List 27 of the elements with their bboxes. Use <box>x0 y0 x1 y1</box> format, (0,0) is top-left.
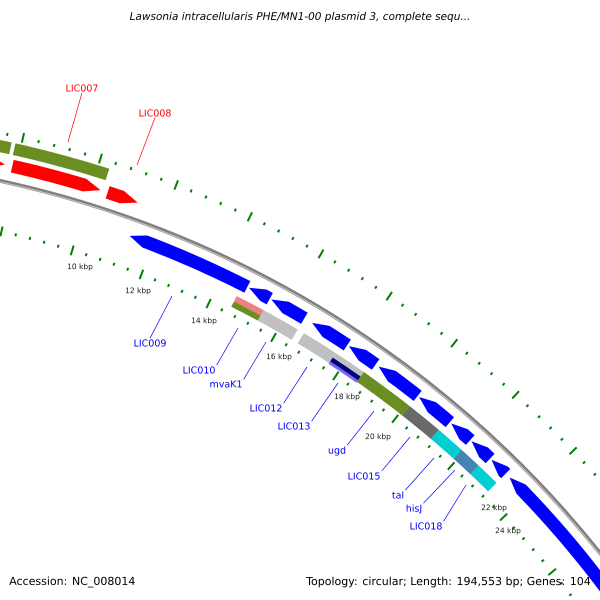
leader-line <box>423 470 456 504</box>
gene-label: LIC015 <box>348 472 380 480</box>
gene-label: hisJ <box>406 504 422 514</box>
leader-line <box>404 458 434 490</box>
title: Lawsonia intracellularis PHE/MN1-00 plasmid 3, complete sequ... <box>130 12 470 22</box>
leader-line <box>346 410 374 446</box>
footer-text: Accession: NC_008014 <box>9 576 135 588</box>
leader-line <box>150 296 172 339</box>
gene-label: LIC010 <box>184 366 215 374</box>
gene-label: mvaK1 <box>210 380 242 388</box>
gene-label: LIC009 <box>134 339 166 347</box>
leader-line <box>311 382 338 422</box>
leader-line <box>216 328 238 366</box>
leader-line <box>136 117 156 166</box>
gene-label: LIC008 <box>140 109 171 117</box>
leader-line <box>68 92 82 142</box>
leader-line <box>443 484 466 522</box>
gene-label: ugd <box>328 446 346 456</box>
gene-label: LIC013 <box>278 422 310 430</box>
gene-label: LIC007 <box>66 84 98 92</box>
footer-text: Topology: circular; Length: 194,553 bp; Genes: 104 <box>306 576 590 588</box>
gene-label: tal <box>392 491 404 499</box>
leader-line <box>381 436 410 472</box>
leader-line <box>283 366 308 404</box>
gene-label: LIC012 <box>250 404 282 412</box>
leader-line <box>243 342 266 380</box>
gene-label: LIC018 <box>410 522 442 530</box>
